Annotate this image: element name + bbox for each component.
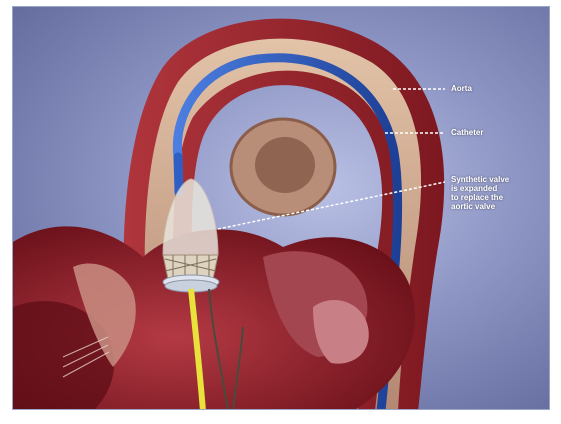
catheter-label: Catheter: [451, 128, 483, 137]
valve-label-line-1: Synthetic valve: [451, 175, 531, 184]
aorta-label: Aorta: [451, 84, 472, 93]
valve-label-line-2: is expanded: [451, 184, 531, 193]
valve-label: Synthetic valve is expanded to replace t…: [451, 175, 531, 211]
illustration-frame: Aorta Catheter Synthetic valve is expand…: [12, 6, 550, 410]
valve-label-line-4: aortic valve: [451, 202, 531, 211]
valve-label-line-3: to replace the: [451, 193, 531, 202]
